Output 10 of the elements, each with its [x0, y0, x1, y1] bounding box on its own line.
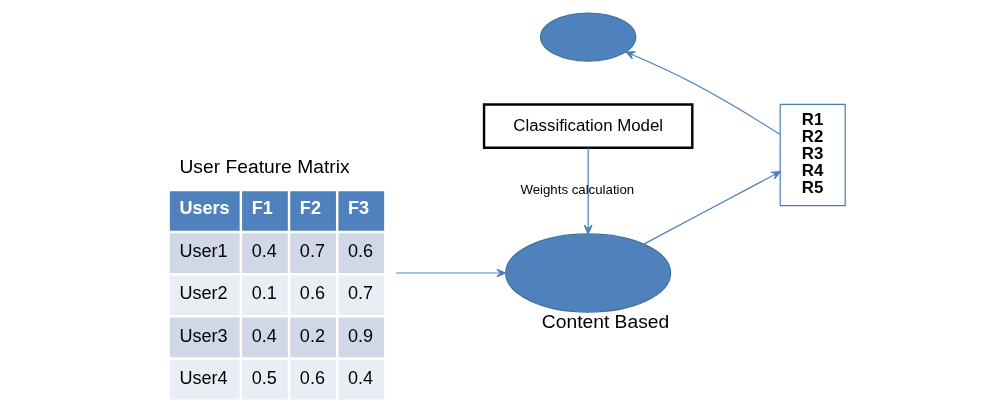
arrow	[643, 171, 781, 245]
edge-label: Weights calculation	[520, 182, 635, 198]
arrow	[625, 51, 781, 135]
node-box: R1 R2 R3 R4 R5	[779, 103, 846, 207]
node-ellipse	[505, 233, 672, 313]
node-box: Classification Model	[482, 103, 694, 149]
arrow	[583, 147, 593, 235]
node-label: Content Based	[541, 310, 670, 332]
node-label: User Feature Matrix	[179, 155, 350, 177]
arrow	[395, 268, 506, 278]
